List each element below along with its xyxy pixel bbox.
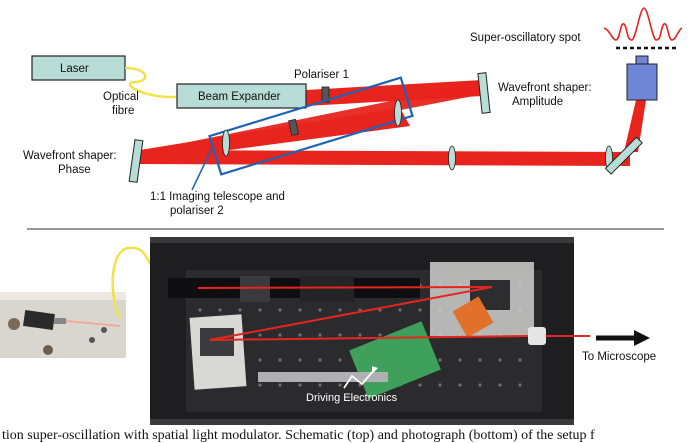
wavefront-shaper-phase (128, 139, 144, 183)
laser-label: Laser (60, 63, 89, 75)
telescope-label-1: 1:1 Imaging telescope and (150, 191, 285, 203)
objective-tip (635, 55, 649, 65)
telescope-lens-2 (394, 99, 402, 127)
telescope-box (208, 76, 414, 176)
photo-beam-1 (197, 286, 493, 289)
schematic-diagram: Laser Optical fibre Beam Expander Polari… (23, 7, 683, 217)
to-microscope-arrow-head (634, 330, 650, 346)
setup-photograph: To Microscope Driving Electronics (0, 237, 656, 425)
driving-electronics-label: Driving Electronics (306, 392, 398, 404)
wavefront-phase-label-2: Phase (58, 164, 91, 176)
polariser-1-label: Polariser 1 (294, 69, 349, 81)
beam-expander-box (176, 83, 307, 109)
telescope-lens-1 (222, 129, 230, 157)
wavefront-amplitude-label-1: Wavefront shaper: (498, 82, 592, 94)
relay-lens-1 (448, 145, 456, 171)
fold-mirror (604, 136, 643, 175)
objective-body (626, 63, 658, 101)
telescope-pointer (191, 145, 214, 191)
telescope-label-2: polariser 2 (170, 205, 224, 217)
super-oscillatory-label: Super-oscillatory spot (470, 32, 581, 44)
beam-expander-label: Beam Expander (198, 91, 281, 103)
wavefront-amplitude-label-2: Amplitude (512, 96, 563, 108)
optical-fibre-label-1: Optical (103, 91, 139, 103)
exit-tube (528, 327, 546, 345)
beam-up-to-objective (624, 100, 646, 152)
photo-fibre (111, 246, 161, 319)
photo-beam-3 (209, 335, 526, 341)
electronics-pointer (343, 369, 375, 389)
laser-box (31, 55, 126, 81)
super-oscillatory-waveform (603, 7, 683, 41)
to-microscope-label: To Microscope (582, 351, 656, 363)
optical-fibre (124, 66, 177, 99)
polariser-2 (288, 118, 300, 136)
polariser-1 (321, 86, 330, 103)
figure-caption: tion super-oscillation with spatial ligh… (2, 428, 595, 443)
wavefront-phase-label-1: Wavefront shaper: (23, 150, 117, 162)
wavefront-shaper-amplitude (477, 72, 491, 114)
beam-telescope (140, 108, 410, 162)
beam-expanded (306, 80, 482, 106)
optical-fibre-label-2: fibre (112, 105, 134, 117)
photo-beam-2 (209, 286, 493, 341)
